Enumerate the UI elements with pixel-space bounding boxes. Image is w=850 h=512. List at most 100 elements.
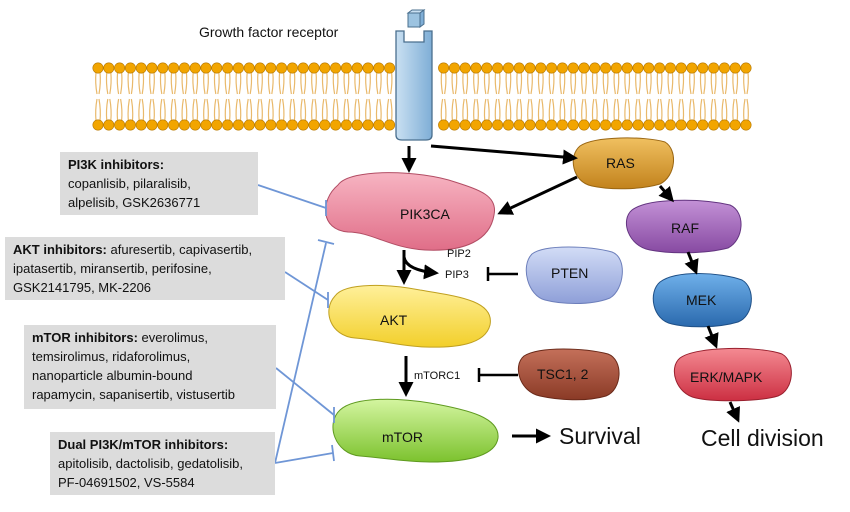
lipid-head bbox=[610, 119, 622, 131]
lipid-tail bbox=[365, 71, 371, 95]
lipid-tail bbox=[375, 98, 382, 122]
lipid-head bbox=[211, 119, 223, 131]
lipid-tail bbox=[494, 71, 501, 95]
lipid-tail bbox=[548, 98, 555, 122]
lipid-head bbox=[556, 62, 568, 74]
lipid-head bbox=[481, 62, 493, 74]
akt-node: AKT bbox=[328, 284, 491, 348]
lipid-tail bbox=[300, 71, 307, 95]
lipid-tail bbox=[440, 98, 447, 122]
lipid-tail bbox=[343, 98, 350, 122]
lipid-tail bbox=[203, 98, 209, 122]
lipid-head bbox=[254, 119, 266, 131]
lipid-head bbox=[146, 62, 158, 74]
lipid-head bbox=[524, 119, 536, 131]
lipid-head bbox=[578, 119, 590, 131]
raf-label: RAF bbox=[671, 220, 699, 236]
lipid-head bbox=[664, 119, 676, 131]
lipid-tail bbox=[95, 98, 101, 122]
lipid-head bbox=[351, 62, 363, 74]
growth-factor-receptor bbox=[395, 9, 433, 141]
lipid-tail bbox=[365, 98, 371, 122]
lipid-head bbox=[351, 119, 363, 131]
lipid-tail bbox=[343, 71, 350, 95]
arrow-receptor-to-ras bbox=[430, 144, 578, 165]
drug-inhibition-lines bbox=[257, 184, 335, 464]
lipid-tail bbox=[127, 71, 134, 95]
arrow-erk-to-division bbox=[726, 401, 740, 423]
lipid-head bbox=[135, 119, 147, 131]
lipid-tail bbox=[386, 71, 393, 95]
lipid-tail bbox=[170, 98, 177, 122]
lipid-head bbox=[114, 119, 126, 131]
mtorc1-label: mTORC1 bbox=[414, 370, 460, 382]
lipid-head bbox=[686, 62, 698, 74]
lipid-head bbox=[621, 119, 633, 131]
lipid-head bbox=[535, 119, 547, 131]
lipid-tail bbox=[116, 98, 123, 122]
lipid-tail bbox=[300, 98, 307, 122]
lipid-head bbox=[265, 119, 277, 131]
lipid-head bbox=[708, 62, 720, 74]
receptor-title: Growth factor receptor bbox=[199, 24, 339, 40]
lipid-tail bbox=[721, 71, 728, 95]
lipid-tail bbox=[181, 71, 188, 95]
lipid-tail bbox=[321, 71, 328, 95]
lipid-head bbox=[459, 119, 471, 131]
dual-inhibitor-line-pik3ca bbox=[274, 242, 327, 464]
lipid-tail bbox=[710, 98, 717, 122]
lipid-tail bbox=[689, 71, 695, 95]
lipid-tail bbox=[192, 98, 199, 122]
lipid-head bbox=[124, 62, 136, 74]
lipid-tail bbox=[732, 98, 739, 122]
erk-label: ERK/MAPK bbox=[690, 369, 763, 385]
lipid-head bbox=[502, 62, 514, 74]
lipid-tail bbox=[667, 98, 674, 122]
lipid-tail bbox=[635, 71, 641, 95]
lipid-head bbox=[362, 119, 374, 131]
lipid-tail bbox=[149, 98, 155, 122]
lipid-tail bbox=[537, 98, 544, 122]
akt-inhibitor-line bbox=[284, 271, 329, 301]
lipid-tail bbox=[235, 98, 242, 122]
lipid-tail bbox=[710, 71, 717, 95]
dual-inhibitors-line1: apitolisib, dactolisib, gedatolisib, bbox=[58, 456, 243, 471]
lipid-head bbox=[373, 119, 385, 131]
lipid-head bbox=[697, 119, 709, 131]
lipid-tail bbox=[743, 71, 749, 95]
lipid-tail bbox=[516, 71, 523, 95]
lipid-head bbox=[513, 62, 525, 74]
lipid-tail bbox=[105, 98, 112, 122]
pi3k-inhibitors-line2: alpelisib, GSK2636771 bbox=[68, 195, 201, 210]
pi3k-inhibitors-line1: copanlisib, pilaralisib, bbox=[68, 176, 191, 191]
lipid-head bbox=[578, 62, 590, 74]
lipid-tail bbox=[159, 71, 166, 95]
lipid-tail bbox=[289, 98, 296, 122]
lipid-tail bbox=[721, 98, 728, 122]
ras-node: RAS bbox=[572, 137, 674, 190]
dual-inhibitors-box: Dual PI3K/mTOR inhibitors: apitolisib, d… bbox=[50, 432, 275, 495]
lipid-head bbox=[92, 119, 104, 131]
lipid-tail bbox=[613, 71, 620, 95]
mtor-node: mTOR bbox=[332, 398, 499, 463]
lipid-tail bbox=[570, 71, 577, 95]
pik3ca-node: PIK3CA bbox=[325, 172, 496, 251]
lipid-head bbox=[718, 119, 730, 131]
lipid-head bbox=[654, 62, 666, 74]
lipid-head bbox=[513, 119, 525, 131]
lipid-head bbox=[319, 119, 331, 131]
lipid-head bbox=[178, 62, 190, 74]
lipid-tail bbox=[591, 71, 598, 95]
lipid-tail bbox=[267, 71, 274, 95]
lipid-tail bbox=[224, 98, 231, 122]
erk-node: ERK/MAPK bbox=[674, 347, 792, 402]
lipid-tail bbox=[483, 98, 490, 122]
lipid-head bbox=[686, 119, 698, 131]
akt-inhibitors-line3: GSK2141795, MK-2206 bbox=[13, 280, 152, 295]
lipid-head bbox=[222, 62, 234, 74]
akt-inhibitors-box: AKT inhibitors: afuresertib, capivaserti… bbox=[5, 237, 285, 300]
lipid-head bbox=[276, 62, 288, 74]
lipid-head bbox=[157, 62, 169, 74]
lipid-head bbox=[438, 119, 450, 131]
lipid-tail bbox=[246, 71, 253, 95]
